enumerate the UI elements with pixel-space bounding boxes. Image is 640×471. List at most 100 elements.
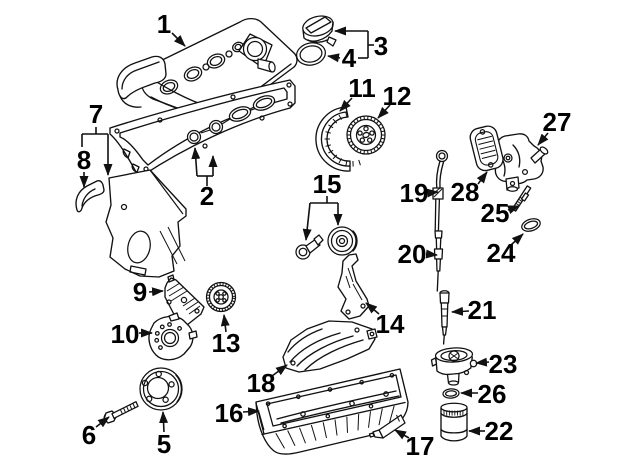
part-oil-pan: [255, 368, 409, 455]
leader-arrow: [95, 416, 110, 428]
part-oil-filler-cap: [302, 15, 337, 47]
part-timing-belt: [315, 106, 361, 172]
part-crankshaft-seal-flange: [148, 312, 198, 361]
part-oil-baffle: [282, 320, 378, 373]
callout-14: 14: [365, 302, 405, 339]
part-number: 16: [215, 398, 244, 428]
part-number: 12: [383, 81, 412, 111]
callout-26: 26: [460, 379, 507, 409]
leader-arrow: [426, 188, 439, 198]
leader-arrow: [425, 249, 438, 259]
part-number: 4: [342, 43, 357, 73]
leader-arrow: [476, 171, 488, 185]
part-number: 6: [82, 420, 96, 450]
callout-18: 18: [247, 364, 288, 398]
leader-arrow: [327, 53, 341, 63]
callout-8: 8: [77, 145, 91, 188]
part-number: 23: [489, 349, 518, 379]
part-oil-pump: [494, 133, 549, 192]
leader-arrow: [220, 314, 230, 333]
leader-arrow: [394, 429, 410, 440]
part-timing-cover: [105, 169, 187, 278]
part-number: 19: [400, 178, 429, 208]
callout-12: 12: [377, 81, 412, 119]
part-number: 24: [487, 238, 516, 268]
part-number: 7: [89, 99, 103, 129]
part-number: 14: [376, 309, 405, 339]
part-camshaft-timing-gear: [346, 115, 386, 155]
part-pump-o-ring: [521, 218, 541, 232]
callout-23: 23: [475, 349, 518, 379]
part-number: 3: [374, 31, 388, 61]
part-number: 26: [478, 379, 507, 409]
part-number: 25: [481, 198, 510, 228]
part-filter-housing-seal: [442, 388, 460, 399]
leader-arrow: [537, 132, 549, 146]
part-number: 20: [398, 239, 427, 269]
leader-arrow: [365, 302, 380, 315]
callout-11: 11: [339, 73, 376, 112]
part-oil-filter: [440, 402, 468, 442]
part-number: 15: [313, 169, 342, 199]
part-pulley-bolt: [103, 401, 139, 424]
part-number: 21: [468, 295, 497, 325]
part-valve-cover-gasket: [109, 79, 296, 177]
callout-27: 27: [537, 107, 572, 146]
callout-28: 28: [451, 171, 488, 207]
callout-21: 21: [451, 295, 497, 325]
callout-19: 19: [400, 178, 439, 208]
callout-16: 16: [215, 398, 260, 428]
part-number: 18: [247, 368, 276, 398]
leader-arrow: [510, 233, 524, 246]
part-number: 11: [348, 73, 376, 103]
leader-arrow: [451, 306, 470, 316]
part-sealant-tube: [368, 414, 406, 439]
part-number: 8: [77, 145, 91, 175]
callout-2: 2: [191, 147, 218, 211]
callout-15: 15: [302, 169, 343, 241]
callout-6: 6: [82, 416, 110, 450]
part-number: 2: [200, 181, 214, 211]
part-number: 10: [111, 319, 140, 349]
part-number: 13: [212, 328, 241, 358]
part-number: 27: [543, 107, 572, 137]
leader-arrow: [475, 357, 490, 367]
part-tensioner-bracket: [337, 253, 370, 320]
leader-arrow: [159, 411, 169, 433]
part-number: 5: [157, 429, 171, 459]
leader-arrow: [302, 202, 312, 241]
parts-layer: [75, 15, 549, 455]
callout-5: 5: [157, 411, 171, 459]
leader-arrow: [148, 287, 164, 297]
callout-13: 13: [212, 314, 241, 358]
part-belt-tensioner: [295, 226, 358, 260]
callout-7: 7: [81, 99, 113, 176]
leader-arrow: [191, 147, 201, 177]
leader-arrow: [377, 104, 391, 119]
callout-3: 3: [334, 26, 388, 61]
part-dipstick-tube-upper: [433, 230, 444, 292]
part-oil-filter-housing: [430, 347, 478, 386]
part-crankshaft-timing-gear: [205, 281, 237, 313]
part-number: 22: [485, 416, 514, 446]
part-number: 1: [157, 9, 171, 39]
part-dipstick-tube-lower: [439, 290, 450, 345]
part-crankshaft-pulley: [139, 367, 183, 411]
callout-24: 24: [487, 233, 524, 268]
part-number: 9: [133, 277, 147, 307]
leader-arrow: [171, 32, 186, 47]
part-number: 17: [406, 431, 435, 461]
callout-9: 9: [133, 277, 164, 307]
callout-22: 22: [468, 416, 514, 446]
leader-arrow: [271, 364, 288, 377]
part-number: 28: [451, 177, 480, 207]
part-filler-cap-seal: [296, 42, 326, 66]
callout-17: 17: [394, 429, 435, 461]
callout-25: 25: [481, 198, 520, 228]
callout-1: 1: [157, 9, 186, 47]
part-pump-cover-plate: [469, 125, 504, 172]
leader-arrow: [242, 407, 260, 417]
